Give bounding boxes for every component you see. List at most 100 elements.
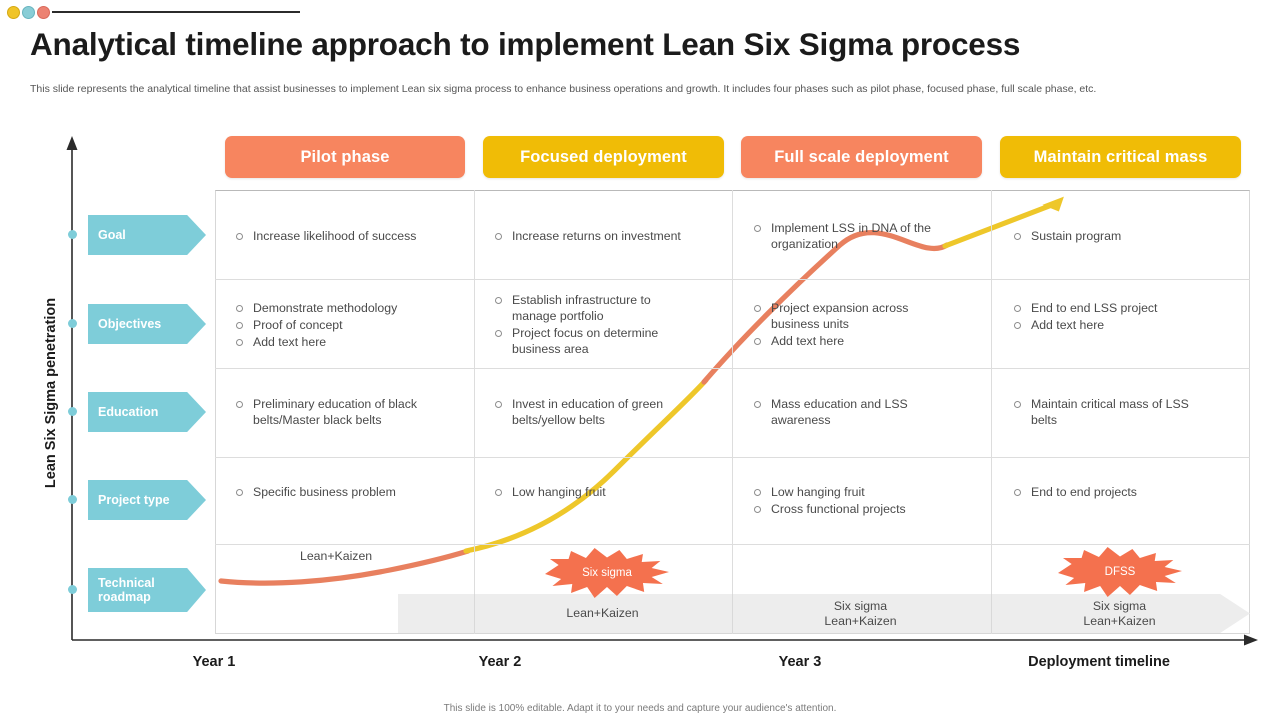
list-item: Project expansion across business units [750, 300, 945, 332]
starburst-label: Six sigma [582, 567, 632, 579]
cell-projecttype-fullscale: Low hanging fruit Cross functional proje… [750, 484, 950, 518]
cell-objectives-focused: Establish infrastructure to manage portf… [491, 292, 696, 358]
band-separator [991, 594, 992, 633]
list-item: Add text here [232, 334, 467, 350]
bullet-list: Specific business problem [232, 484, 457, 500]
yellow-dot[interactable] [7, 6, 20, 19]
bullet-list: Maintain critical mass of LSS belts [1010, 396, 1205, 428]
list-item: Low hanging fruit [491, 484, 691, 500]
bullet-list: Sustain program [1010, 228, 1230, 244]
bullet-list: Project expansion across business units … [750, 300, 945, 349]
row-label-objectives[interactable]: Objectives [88, 304, 206, 344]
phase-label: Maintain critical mass [1033, 147, 1208, 166]
axis-dot-project-type [68, 495, 77, 504]
window-chrome [0, 0, 1280, 22]
bullet-list: Increase returns on investment [491, 228, 721, 244]
red-dot[interactable] [37, 6, 50, 19]
cell-projecttype-maintain: End to end projects [1010, 484, 1210, 501]
cell-objectives-pilot: Demonstrate methodology Proof of concept… [232, 300, 467, 351]
list-item: Implement LSS in DNA of the organization [750, 220, 955, 252]
phase-label: Full scale deployment [774, 147, 949, 166]
cell-education-pilot: Preliminary education of black belts/Mas… [232, 396, 447, 429]
bullet-list: Increase likelihood of success [232, 228, 462, 244]
row-label-goal[interactable]: Goal [88, 215, 206, 255]
page-title: Analytical timeline approach to implemen… [30, 26, 1021, 62]
list-item: Maintain critical mass of LSS belts [1010, 396, 1205, 428]
phase-header-maintain[interactable]: Maintain critical mass [1000, 136, 1241, 178]
cell-objectives-fullscale: Project expansion across business units … [750, 300, 945, 350]
cell-education-fullscale: Mass education and LSS awareness [750, 396, 920, 429]
y-axis-arrowhead [66, 136, 78, 150]
list-item: Cross functional projects [750, 501, 950, 517]
band-segment-fullscale: Six sigma Lean+Kaizen [738, 594, 983, 633]
grid-vline [732, 190, 733, 634]
bullet-list: Low hanging fruit [491, 484, 691, 500]
list-item: Establish infrastructure to manage portf… [491, 292, 696, 324]
cell-goal-focused: Increase returns on investment [491, 228, 721, 245]
bullet-list: Invest in education of green belts/yello… [491, 396, 691, 428]
band-segment-focused: Lean+Kaizen [480, 594, 725, 633]
row-label-project-type[interactable]: Project type [88, 480, 206, 520]
list-item: End to end projects [1010, 484, 1210, 500]
phase-label: Pilot phase [300, 147, 390, 166]
bullet-list: Preliminary education of black belts/Mas… [232, 396, 447, 428]
phase-header-pilot[interactable]: Pilot phase [225, 136, 465, 178]
y-axis-label: Lean Six Sigma penetration [43, 297, 59, 489]
list-item: Preliminary education of black belts/Mas… [232, 396, 447, 428]
list-item: Demonstrate methodology [232, 300, 467, 316]
x-tick-deployment-timeline: Deployment timeline [1028, 654, 1170, 670]
band-line: Lean+Kaizen [824, 613, 897, 628]
footer-note: This slide is 100% editable. Adapt it to… [443, 703, 837, 714]
x-axis-arrowhead [1244, 634, 1258, 646]
band-separator [732, 594, 733, 633]
list-item: Low hanging fruit [750, 484, 950, 500]
bullet-list: Mass education and LSS awareness [750, 396, 920, 428]
x-tick-year-2: Year 2 [478, 654, 522, 670]
starburst-label: DFSS [1104, 566, 1136, 578]
cell-projecttype-focused: Low hanging fruit [491, 484, 691, 501]
chrome-divider-line [52, 11, 300, 13]
row-label-technical-roadmap[interactable]: Technical roadmap [88, 568, 206, 612]
axis-dot-goal [68, 230, 77, 239]
phase-header-full-scale[interactable]: Full scale deployment [741, 136, 982, 178]
row-label-education[interactable]: Education [88, 392, 206, 432]
list-item: Mass education and LSS awareness [750, 396, 920, 428]
list-item: Proof of concept [232, 317, 467, 333]
grid-vline [991, 190, 992, 634]
bullet-list: End to end LSS project Add text here [1010, 300, 1225, 333]
phase-label: Focused deployment [520, 147, 687, 166]
bullet-list: Low hanging fruit Cross functional proje… [750, 484, 950, 517]
row-label-text: Education [98, 405, 159, 419]
band-line: Six sigma [1092, 598, 1147, 613]
bullet-list: Implement LSS in DNA of the organization [750, 220, 955, 252]
bullet-list: Demonstrate methodology Proof of concept… [232, 300, 467, 350]
grid-vline [474, 190, 475, 634]
row-label-text: Technical roadmap [98, 576, 155, 604]
row-label-text: Goal [98, 228, 126, 242]
list-item: Specific business problem [232, 484, 457, 500]
cell-education-maintain: Maintain critical mass of LSS belts [1010, 396, 1205, 429]
axis-dot-technical-roadmap [68, 585, 77, 594]
cell-goal-fullscale: Implement LSS in DNA of the organization [750, 220, 955, 253]
page-subtitle: This slide represents the analytical tim… [30, 83, 1097, 95]
axis-dot-objectives [68, 319, 77, 328]
teal-dot[interactable] [22, 6, 35, 19]
row-label-text: Objectives [98, 317, 162, 331]
x-tick-year-1: Year 1 [192, 654, 236, 670]
list-item: Invest in education of green belts/yello… [491, 396, 691, 428]
bullet-list: Establish infrastructure to manage portf… [491, 292, 696, 357]
band-separator [474, 594, 475, 633]
list-item: Add text here [750, 333, 945, 349]
list-item: Sustain program [1010, 228, 1230, 244]
cell-education-focused: Invest in education of green belts/yello… [491, 396, 691, 429]
roadmap-band-arrow [398, 594, 1250, 633]
list-item: Add text here [1010, 317, 1225, 333]
axis-dot-education [68, 407, 77, 416]
cell-goal-pilot: Increase likelihood of success [232, 228, 462, 245]
x-tick-year-3: Year 3 [778, 654, 822, 670]
cell-objectives-maintain: End to end LSS project Add text here [1010, 300, 1225, 334]
phase-header-focused[interactable]: Focused deployment [483, 136, 724, 178]
curve-label-lean-kaizen: Lean+Kaizen [300, 549, 373, 563]
list-item: End to end LSS project [1010, 300, 1225, 316]
